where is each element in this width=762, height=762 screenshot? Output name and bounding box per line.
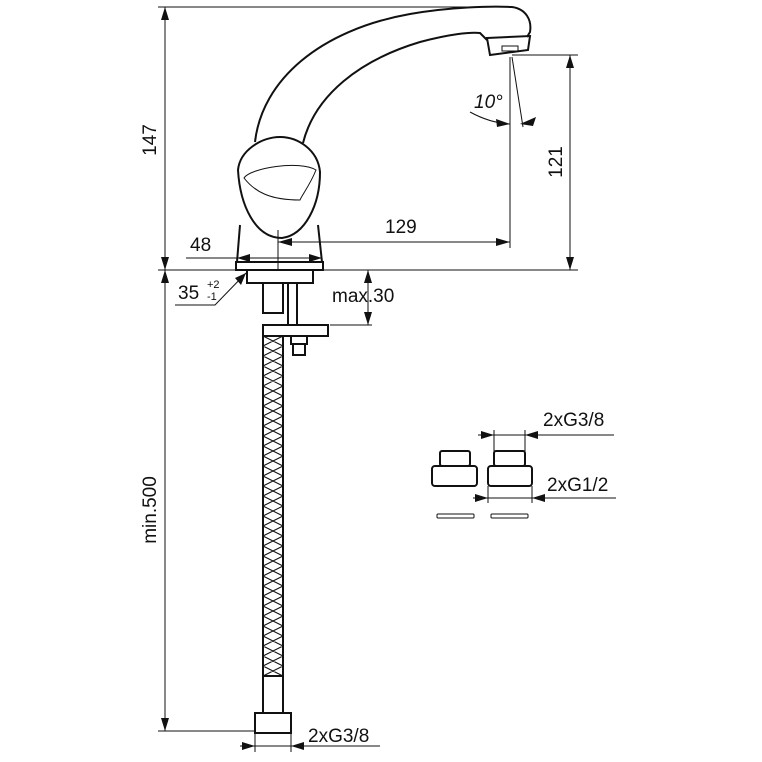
label-angle: 10° xyxy=(474,92,503,113)
tol-minus: -1 xyxy=(207,291,217,303)
tol-plus: +2 xyxy=(207,279,220,291)
label-max30: max.30 xyxy=(332,286,394,307)
dimension-121: 121 xyxy=(546,55,574,270)
dimension-adapter-large: 2xG1/2 xyxy=(473,475,616,503)
label-hose-thread: 2xG3/8 xyxy=(308,726,369,747)
dimension-147: 147 xyxy=(140,7,169,270)
label-48: 48 xyxy=(190,235,211,256)
label-adapter-large: 2xG1/2 xyxy=(547,475,608,496)
faucet-body xyxy=(235,135,324,284)
adapters xyxy=(431,450,533,519)
label-129: 129 xyxy=(385,217,417,238)
label-147: 147 xyxy=(140,124,161,156)
dimension-hose-thread: 2xG3/8 xyxy=(240,726,380,752)
dimension-35: 35 +2 -1 xyxy=(175,272,247,306)
reference-lines xyxy=(158,6,578,732)
flexible-hose xyxy=(254,282,292,734)
dimension-48: 48 xyxy=(186,235,322,262)
dimension-adapter-small: 2xG3/8 xyxy=(478,410,614,451)
dimension-129: 129 xyxy=(277,217,510,270)
label-35: 35 xyxy=(178,283,199,304)
mounting-kit xyxy=(262,282,329,356)
label-min500: min.500 xyxy=(140,476,161,544)
label-121: 121 xyxy=(546,146,567,178)
dimension-min500: min.500 xyxy=(140,270,169,731)
dimension-max30: max.30 xyxy=(330,270,394,326)
spout xyxy=(254,5,532,144)
label-adapter-small: 2xG3/8 xyxy=(543,410,604,431)
angle-annotation: 10° xyxy=(469,56,536,248)
